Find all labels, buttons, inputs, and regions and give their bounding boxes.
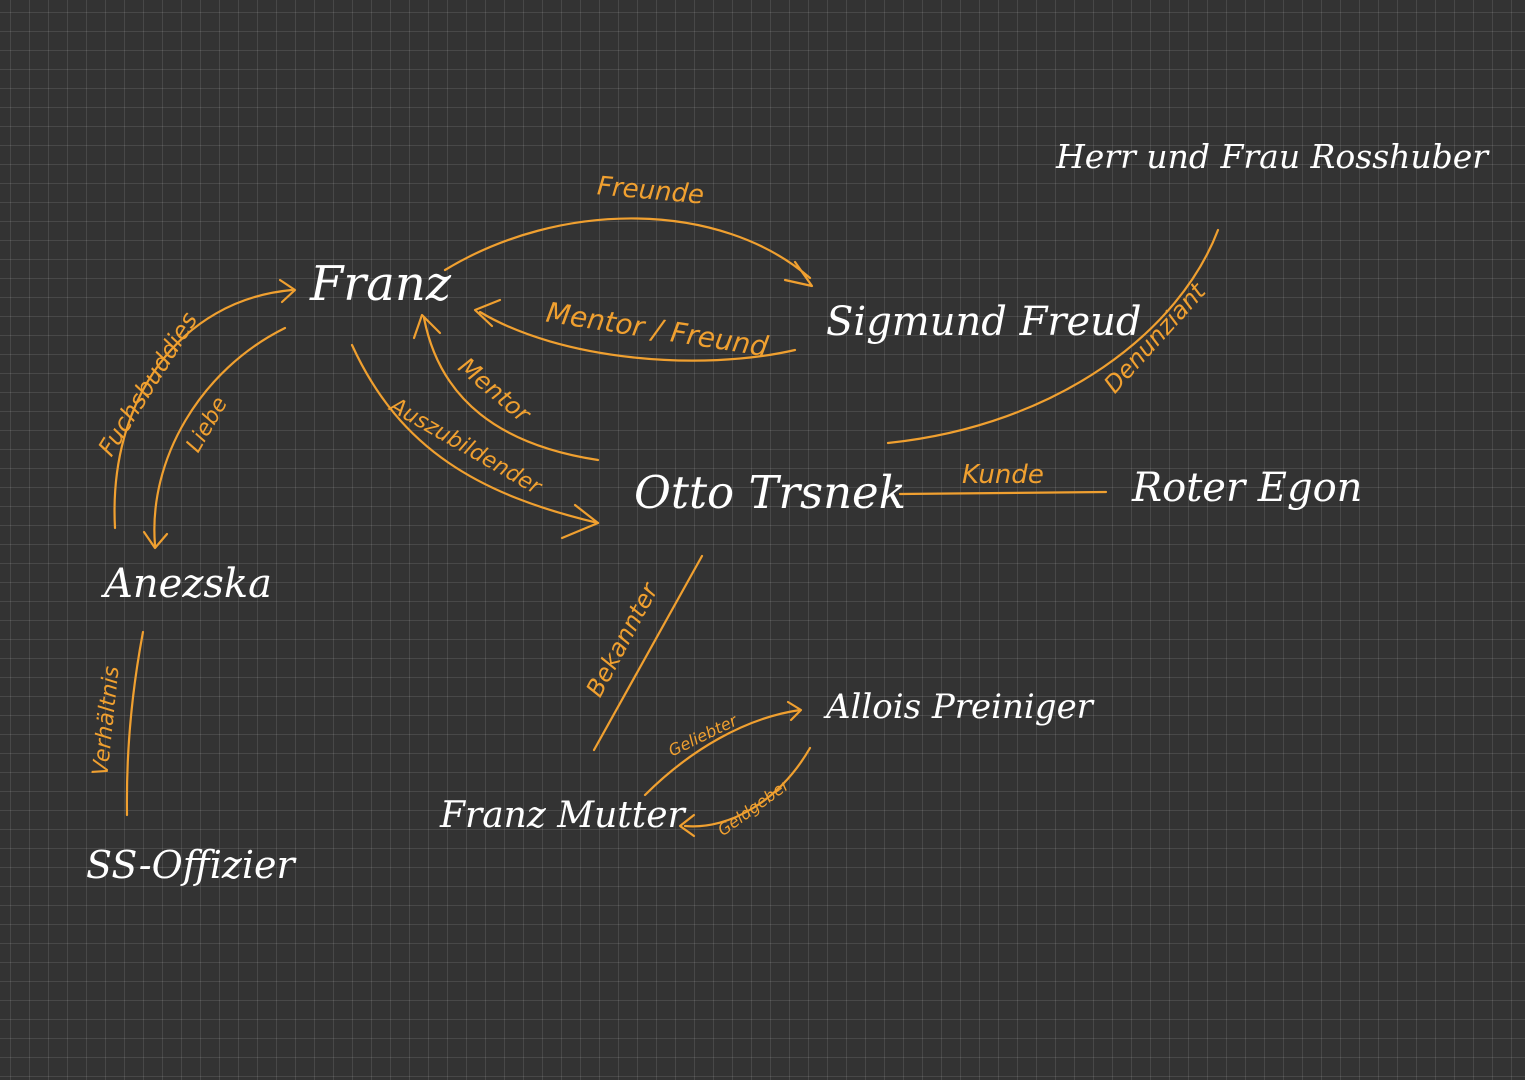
node-rosshuber: Herr und Frau Rosshuber xyxy=(1056,137,1489,176)
edge-mentor-freund xyxy=(478,310,797,362)
edge-geldgeber xyxy=(683,746,812,828)
node-franz-mutter: Franz Mutter xyxy=(440,795,685,836)
edge-mentor xyxy=(422,316,600,462)
edge-bekannter xyxy=(592,554,704,752)
edge-verhaeltnis xyxy=(125,630,145,817)
node-ss-offizier: SS-Offizier xyxy=(86,843,295,887)
edge-fuchsbuddies xyxy=(113,288,294,530)
node-anezka: Anezska xyxy=(104,561,273,607)
arrowhead-auszubildender xyxy=(560,503,600,540)
node-allois-preininger: Allois Preiniger xyxy=(826,687,1093,727)
edge-auszubildender xyxy=(350,343,600,525)
edge-liebe xyxy=(153,326,287,547)
arrowhead-fuchsbuddies xyxy=(278,278,297,304)
node-sigmund-freud: Sigmund Freud xyxy=(826,299,1142,345)
node-franz: Franz xyxy=(310,256,452,312)
edge-freunde xyxy=(443,217,812,280)
arrowhead-geliebter xyxy=(786,700,803,722)
edge-denunziant xyxy=(886,228,1220,445)
arrowhead-freunde xyxy=(783,260,814,288)
arrowhead-mentor-freund xyxy=(473,298,502,328)
label-kunde: Kunde xyxy=(962,460,1044,490)
edge-kunde xyxy=(898,490,1108,496)
arrowhead-liebe xyxy=(142,530,169,550)
node-otto-trsnek: Otto Trsnek xyxy=(634,466,906,519)
arrowhead-geldgeber xyxy=(678,813,696,838)
node-roter-egon: Roter Egon xyxy=(1132,465,1363,511)
arrowhead-mentor xyxy=(412,313,442,340)
edge-geliebter xyxy=(643,708,802,797)
